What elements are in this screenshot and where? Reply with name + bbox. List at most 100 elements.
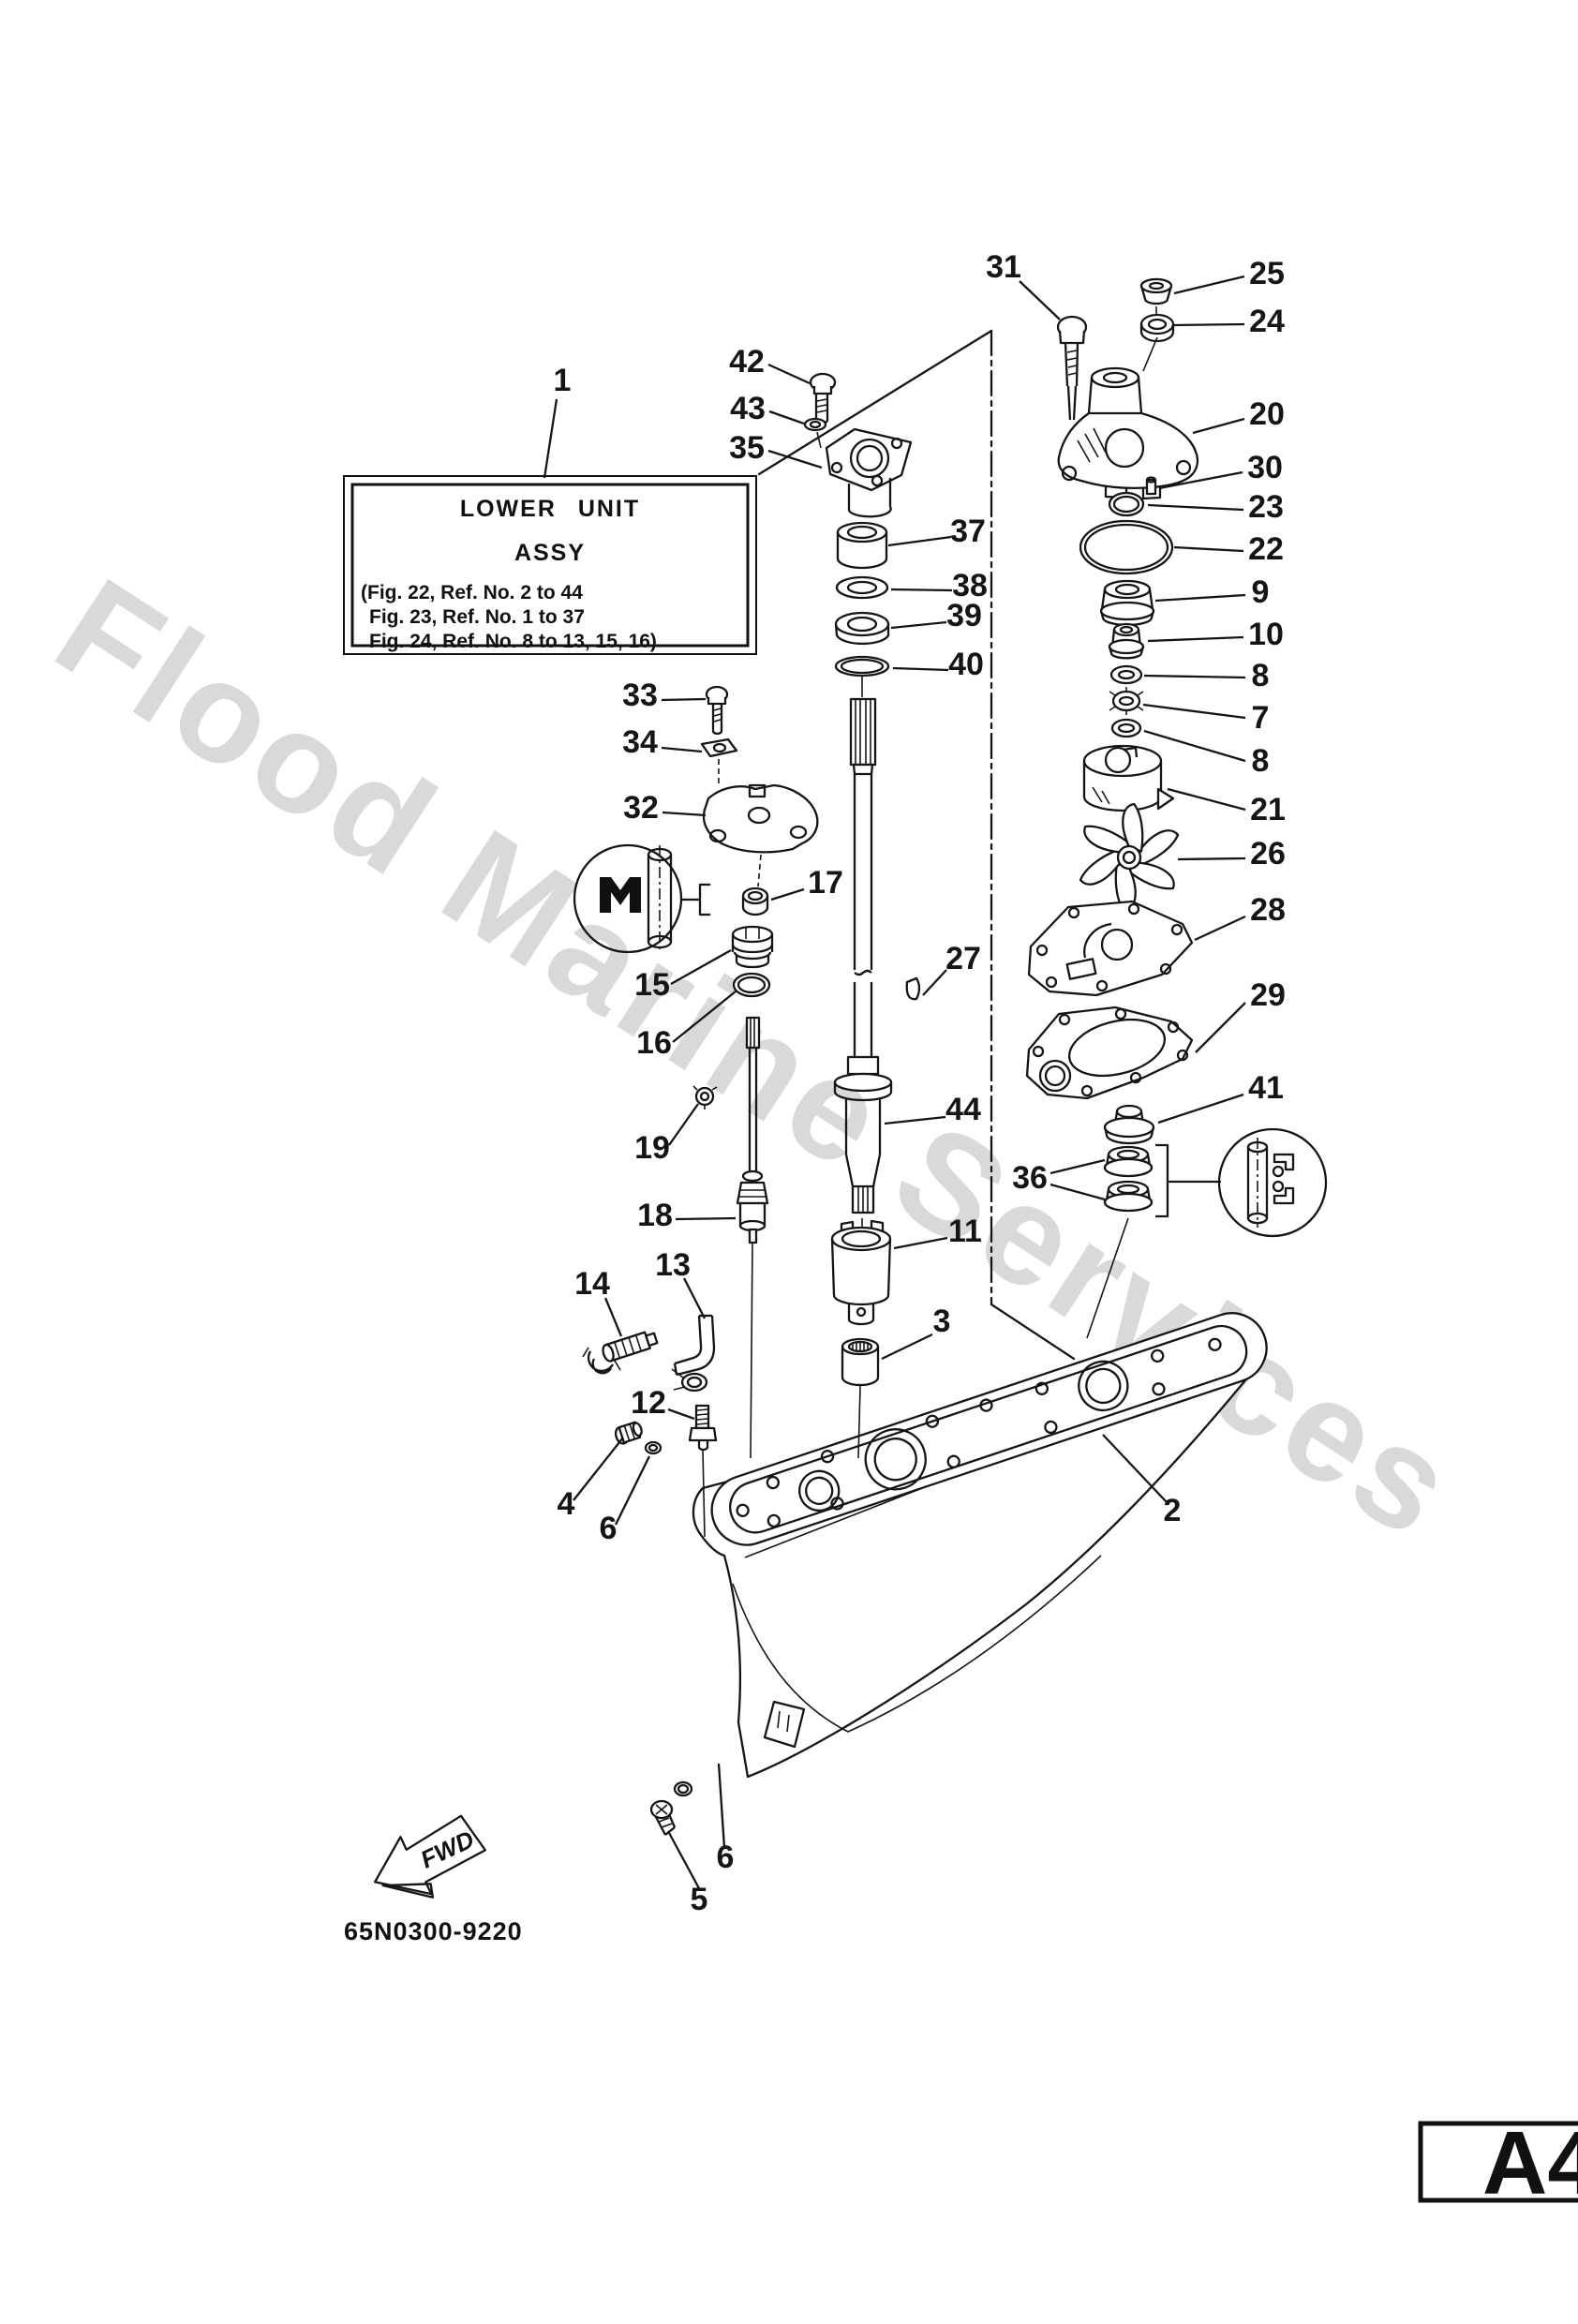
callout-7: 7 xyxy=(1252,700,1270,736)
bolt-33-drawing xyxy=(705,685,729,736)
callout-5: 5 xyxy=(691,1882,708,1917)
callout-40: 40 xyxy=(948,647,984,682)
leader-41 xyxy=(1157,1093,1244,1125)
sheet-size-box: A4 xyxy=(1418,2113,1578,2213)
shift-rod-drawing xyxy=(745,1016,761,1459)
callout-17: 17 xyxy=(808,865,843,901)
leader-32 xyxy=(662,811,707,817)
woodruff-key-27-drawing xyxy=(905,976,921,1001)
o-ring-22-drawing xyxy=(1079,519,1174,575)
callout-13: 13 xyxy=(655,1247,691,1283)
leader-20 xyxy=(1192,417,1245,435)
leader-5 xyxy=(666,1830,702,1891)
leader-42 xyxy=(767,363,811,385)
leader-8 xyxy=(1143,674,1246,679)
fig-ref-2: Fig. 23, Ref. No. 1 to 37 xyxy=(369,606,585,628)
bushing-37-drawing xyxy=(836,521,888,570)
callout-8: 8 xyxy=(1252,658,1270,693)
callout-6: 6 xyxy=(717,1840,735,1875)
callout-35: 35 xyxy=(729,430,765,466)
grommet-25-drawing xyxy=(1139,277,1173,315)
insert-cartridge-9-drawing xyxy=(1099,579,1155,627)
washer-plate-34-drawing xyxy=(700,737,738,783)
callout-6: 6 xyxy=(600,1511,618,1546)
leader-24 xyxy=(1172,322,1245,327)
bearing-carrier-11-drawing xyxy=(830,1218,892,1326)
leader-36 xyxy=(1050,1183,1106,1201)
callout-33: 33 xyxy=(622,678,658,713)
leader-40 xyxy=(892,666,949,672)
washer-43-drawing xyxy=(803,417,827,449)
callout-44: 44 xyxy=(945,1092,981,1127)
driveshaft-44-drawing xyxy=(833,677,893,1214)
o-ring-40-drawing xyxy=(834,655,890,678)
lock-washer-7-drawing xyxy=(1109,687,1144,715)
leader-35 xyxy=(767,449,823,469)
leader-21 xyxy=(1167,787,1246,812)
elbow-pipe-13-drawing xyxy=(673,1314,716,1377)
washer-6-drawing xyxy=(644,1440,662,1455)
callout-18: 18 xyxy=(637,1198,673,1233)
leader-16 xyxy=(672,991,737,1043)
water-pump-housing-20-drawing xyxy=(1057,366,1199,500)
leader-23 xyxy=(1147,503,1244,512)
callout-23: 23 xyxy=(1248,489,1284,525)
impeller-housing-cup-21-drawing xyxy=(1082,744,1175,812)
magnifier-detail-pin xyxy=(573,843,710,954)
callout-26: 26 xyxy=(1250,836,1286,872)
leader-14 xyxy=(603,1297,623,1337)
leader-31 xyxy=(1019,280,1061,320)
leader-34 xyxy=(661,746,703,753)
callout-1: 1 xyxy=(554,363,572,398)
hose-nipple-14-drawing xyxy=(602,1331,659,1363)
callout-21: 21 xyxy=(1250,792,1286,827)
leader-27 xyxy=(922,969,947,996)
oil-seal-housing-35-drawing xyxy=(825,427,913,518)
callout-12: 12 xyxy=(631,1385,666,1421)
leader-17 xyxy=(770,887,805,901)
leader-33 xyxy=(661,697,707,702)
gasket-29-drawing xyxy=(1025,1006,1194,1100)
callout-29: 29 xyxy=(1250,977,1286,1013)
o-ring-23-drawing xyxy=(1108,491,1145,517)
leader-39 xyxy=(890,620,947,630)
washer-6b-drawing xyxy=(673,1780,693,1797)
washer-8b-drawing xyxy=(1110,718,1142,738)
leader-8 xyxy=(1143,729,1246,763)
sheet-size-label: A4 xyxy=(1482,2113,1578,2213)
leader-10 xyxy=(1147,635,1244,643)
clip-19-drawing xyxy=(692,1085,718,1110)
callout-20: 20 xyxy=(1249,396,1285,432)
seal-collar-41-drawing xyxy=(1103,1104,1155,1145)
impeller-26-drawing xyxy=(1079,802,1180,913)
bolt-42-drawing xyxy=(809,372,837,425)
title-line-1: LOWER UNIT xyxy=(460,496,640,522)
oil-seal-39-drawing xyxy=(834,611,890,646)
screw-5-drawing xyxy=(649,1799,677,1836)
leader-44 xyxy=(884,1115,946,1125)
leader-9 xyxy=(1154,593,1246,603)
collar-10-drawing xyxy=(1108,622,1145,660)
leader-28 xyxy=(1194,915,1246,942)
leader-15 xyxy=(670,948,732,986)
water-intake xyxy=(763,1700,806,1749)
callout-32: 32 xyxy=(623,790,659,826)
leader-6 xyxy=(717,1763,726,1849)
pin-30-drawing xyxy=(1145,476,1157,496)
callout-37: 37 xyxy=(950,514,986,549)
part-code: 65N0300-9220 xyxy=(344,1917,523,1945)
bolt-12-drawing xyxy=(688,1404,718,1538)
title-box: LOWER UNIT ASSY (Fig. 22, Ref. No. 2 to … xyxy=(343,475,757,655)
callout-25: 25 xyxy=(1249,256,1285,291)
leader-29 xyxy=(1195,1002,1246,1053)
callout-36: 36 xyxy=(1012,1160,1048,1196)
leader-3 xyxy=(881,1333,933,1361)
hose-clamp-14-drawing xyxy=(582,1347,621,1375)
callout-22: 22 xyxy=(1248,531,1284,567)
callout-11: 11 xyxy=(948,1214,982,1249)
callout-16: 16 xyxy=(636,1025,672,1061)
washer-8a-drawing xyxy=(1109,664,1143,685)
title-line-2: ASSY xyxy=(514,540,586,566)
